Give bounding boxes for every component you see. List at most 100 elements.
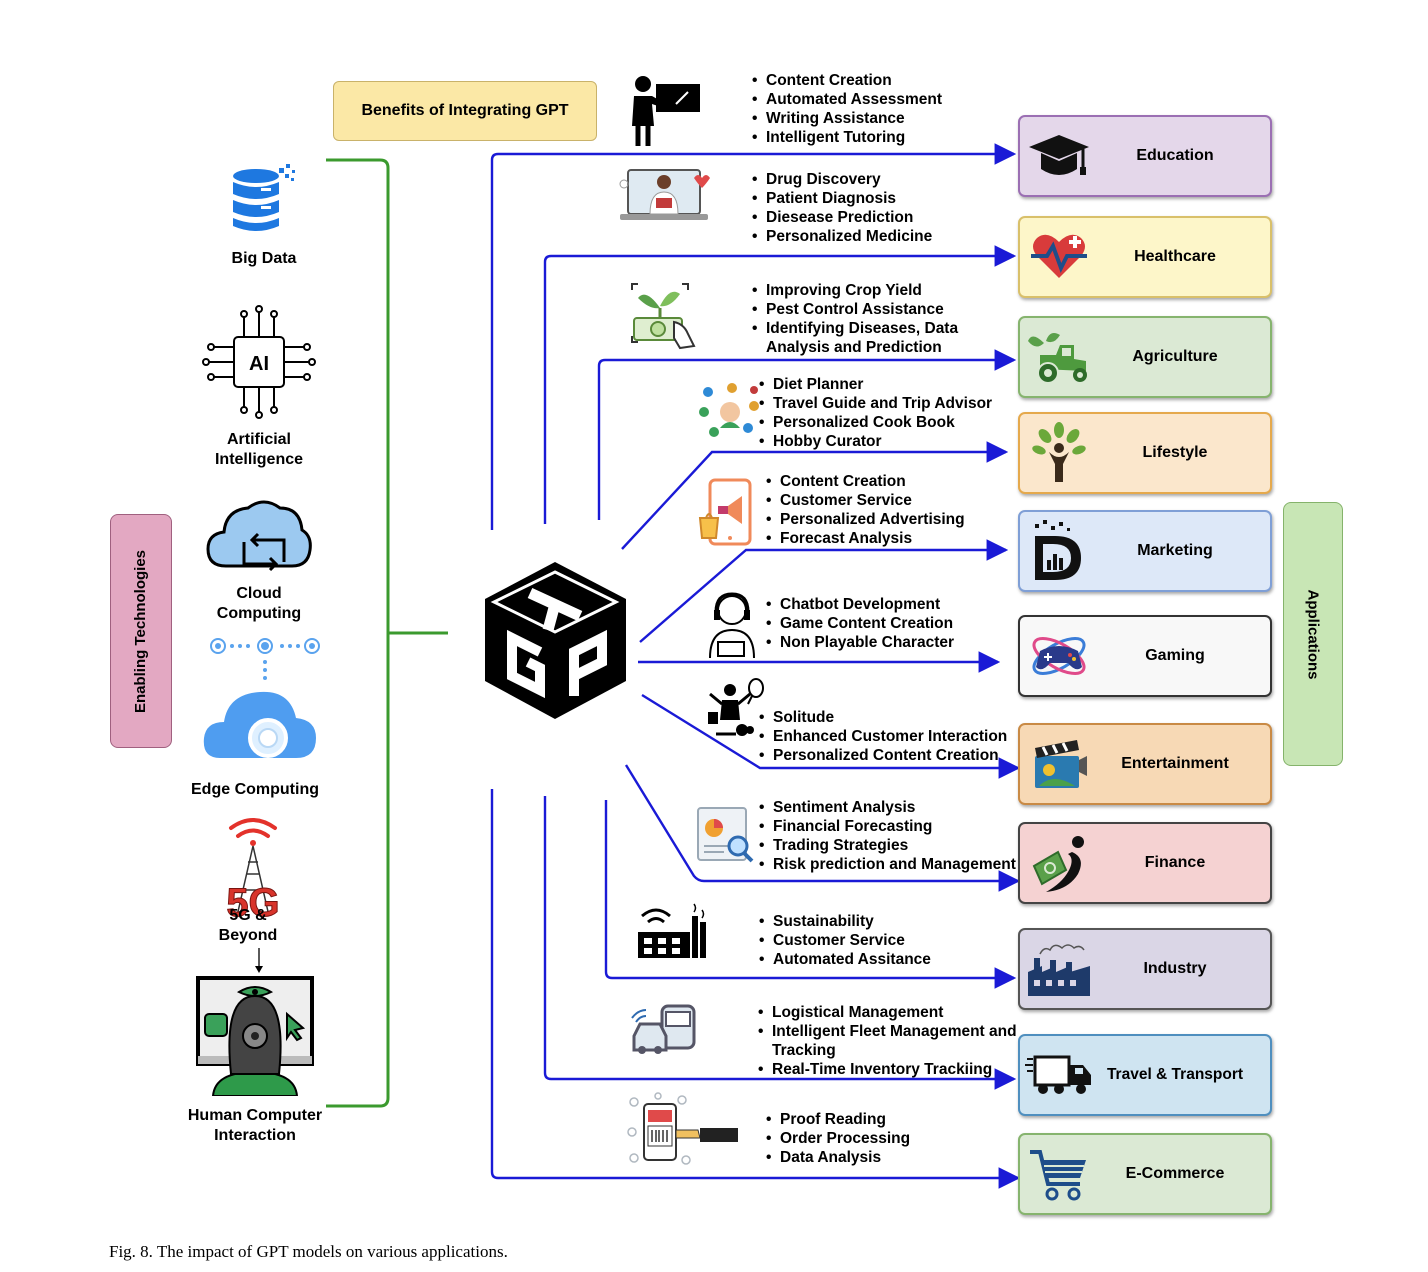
- benefit-item: Customer Service: [759, 931, 931, 950]
- app-ecommerce: E-Commerce: [1018, 1133, 1272, 1215]
- tech-human-computer-interaction: Human Computer Interaction: [174, 976, 336, 1146]
- benefit-item: Writing Assistance: [752, 109, 942, 128]
- benefits-header-label: Benefits of Integrating GPT: [361, 102, 569, 119]
- benefit-item: Drug Discovery: [752, 170, 932, 189]
- benefit-item: Patient Diagnosis: [752, 189, 932, 208]
- benefit-item: Content Creation: [766, 472, 965, 491]
- enabling-technologies-label: Enabling Technologies: [132, 549, 150, 713]
- app-industry: Industry: [1018, 928, 1272, 1010]
- app-lifestyle-label: Lifestyle: [1142, 444, 1208, 461]
- smart-factory-icon: [636, 902, 708, 965]
- benefit-item: Risk prediction and Management: [759, 855, 1016, 874]
- benefit-item: Logistical Management: [758, 1003, 1040, 1022]
- arrow-travel: [543, 796, 1017, 1090]
- arrow-ecommerce: [490, 789, 1021, 1189]
- arrow-entertainment: [641, 693, 1021, 779]
- benefits-industry: Sustainability Customer Service Automate…: [757, 912, 931, 969]
- arrow-education: [490, 143, 1017, 530]
- arrow-industry: [604, 800, 1017, 989]
- edge-cloud-icon: [203, 638, 320, 758]
- app-marketing-label: Marketing: [1137, 542, 1213, 559]
- 5g-tower-icon: 5G: [226, 818, 280, 926]
- benefit-item: Automated Assessment: [752, 90, 942, 109]
- gpt-cube-icon: [485, 562, 626, 719]
- enabling-bracket: [326, 158, 448, 1108]
- telemedicine-icon: [616, 164, 712, 231]
- arrow-agriculture: [597, 349, 1017, 520]
- app-travel-transport: Travel & Transport: [1018, 1034, 1272, 1116]
- application-arrows: [490, 143, 1021, 1189]
- benefits-marketing: Content Creation Customer Service Person…: [764, 472, 965, 548]
- money-person-icon: [1024, 828, 1094, 898]
- benefits-ecommerce: Proof Reading Order Processing Data Anal…: [764, 1110, 910, 1167]
- benefit-item: Order Processing: [766, 1129, 910, 1148]
- teacher-icon: [626, 74, 704, 151]
- app-gaming-label: Gaming: [1145, 647, 1205, 664]
- factory-icon: [1024, 934, 1094, 1004]
- app-finance: Finance: [1018, 822, 1272, 904]
- benefit-item: Financial Forecasting: [759, 817, 1016, 836]
- benefit-item: Real-Time Inventory Trackiing: [758, 1060, 1040, 1079]
- app-education-label: Education: [1136, 147, 1214, 164]
- svg-text:AI: AI: [249, 353, 269, 375]
- app-agriculture: Agriculture: [1018, 316, 1272, 398]
- benefit-item: Intelligent Fleet Management and Trackin…: [758, 1022, 1040, 1060]
- benefit-item: Pest Control Assistance: [752, 300, 976, 319]
- benefit-item: Improving Crop Yield: [752, 281, 976, 300]
- app-healthcare: Healthcare: [1018, 216, 1272, 298]
- app-entertainment-label: Entertainment: [1121, 755, 1229, 772]
- app-agriculture-label: Agriculture: [1132, 348, 1218, 365]
- tractor-icon: [1024, 322, 1094, 392]
- benefits-healthcare: Drug Discovery Patient Diagnosis Dieseas…: [750, 170, 932, 246]
- benefits-education: Content Creation Automated Assessment Wr…: [750, 71, 942, 147]
- mobile-marketing-icon: [698, 478, 764, 553]
- app-entertainment: Entertainment: [1018, 723, 1272, 805]
- benefits-lifestyle: Diet Planner Travel Guide and Trip Advis…: [757, 375, 992, 451]
- benefit-item: Automated Assitance: [759, 950, 931, 969]
- benefit-item: Enhanced Customer Interaction: [759, 727, 1007, 746]
- benefit-item: Forecast Analysis: [766, 529, 965, 548]
- connected-vehicles-icon: [628, 998, 698, 1063]
- tech-ai-label: Artificial Intelligence: [214, 431, 304, 468]
- benefit-item: Proof Reading: [766, 1110, 910, 1129]
- hobbies-icon: [706, 676, 766, 743]
- heart-pulse-icon: [1024, 222, 1094, 292]
- tech-cloud-computing: Cloud Computing: [199, 492, 319, 624]
- arrow-healthcare: [543, 245, 1017, 524]
- graduation-cap-icon: [1024, 121, 1094, 191]
- finance-report-icon: [694, 806, 756, 869]
- tech-artificial-intelligence: AI Artificial Intelligence: [189, 302, 329, 470]
- support-agent-icon: [702, 590, 760, 665]
- gamepad-icon: [1024, 621, 1094, 691]
- benefit-item: Diesease Prediction: [752, 208, 932, 227]
- tech-hci-label: Human Computer Interaction: [187, 1107, 323, 1144]
- lifestyle-collage-icon: [698, 382, 764, 447]
- app-ecommerce-label: E-Commerce: [1125, 1165, 1225, 1182]
- app-healthcare-label: Healthcare: [1134, 248, 1216, 265]
- benefit-item: Game Content Creation: [766, 614, 954, 633]
- gpt-logo: [478, 558, 633, 723]
- app-travel-transport-label: Travel & Transport: [1106, 1066, 1244, 1083]
- tech-big-data: Big Data: [204, 162, 324, 269]
- benefit-item: Identifying Diseases, Data Analysis and …: [752, 319, 976, 357]
- database-icon: [233, 164, 295, 231]
- benefit-item: Trading Strategies: [759, 836, 1016, 855]
- smart-farming-icon: [628, 280, 700, 355]
- benefit-item: Personalized Advertising: [766, 510, 965, 529]
- benefit-item: Intelligent Tutoring: [752, 128, 942, 147]
- hci-icon: [196, 976, 314, 1097]
- benefits-entertainment: Solitude Enhanced Customer Interaction P…: [757, 708, 1007, 765]
- benefit-item: Travel Guide and Trip Advisor: [759, 394, 992, 413]
- app-marketing: Marketing: [1018, 510, 1272, 592]
- tech-edge-computing: Edge Computing: [180, 634, 330, 800]
- ai-chip-icon: AI: [202, 305, 316, 419]
- shopping-cart-icon: [1024, 1139, 1094, 1209]
- svg-text:5G: 5G: [226, 881, 279, 920]
- app-gaming: Gaming: [1018, 615, 1272, 697]
- applications-box: Applications: [1283, 502, 1343, 766]
- figure-caption: Fig. 8. The impact of GPT models on vari…: [109, 1242, 508, 1261]
- clapperboard-icon: [1024, 729, 1094, 799]
- benefit-item: Personalized Cook Book: [759, 413, 992, 432]
- cloud-icon: [206, 500, 312, 572]
